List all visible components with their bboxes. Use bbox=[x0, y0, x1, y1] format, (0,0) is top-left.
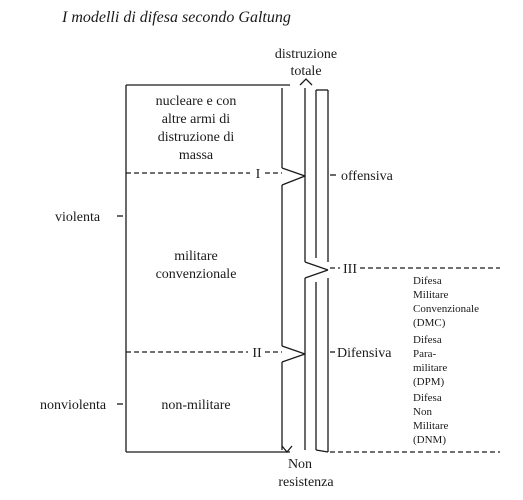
defense-model-dmc: Difesa Militare Convenzionale (DMC) bbox=[413, 275, 479, 329]
dmc-line-2: Militare bbox=[413, 289, 449, 301]
dpm-line-1: Difesa bbox=[413, 334, 442, 346]
dmc-line-4: (DMC) bbox=[413, 317, 446, 329]
outer-bracket bbox=[125, 84, 290, 453]
label-nonviolent: nonviolenta bbox=[40, 398, 107, 413]
top-label-line-2: totale bbox=[290, 64, 321, 79]
label-offensive: offensiva bbox=[341, 169, 394, 184]
zone-nuclear-line-2: altre armi di bbox=[162, 112, 231, 127]
zone-nuclear-line-1: nucleare e con bbox=[156, 94, 237, 109]
central-strips bbox=[281, 88, 329, 453]
marker-I: I bbox=[256, 167, 261, 182]
zone-military-line-1: militare bbox=[174, 249, 218, 264]
arrow-down-icon bbox=[281, 445, 293, 454]
dmc-line-3: Convenzionale bbox=[413, 303, 479, 315]
zone-nuclear-line-4: massa bbox=[179, 148, 214, 163]
zone-nuclear-line-3: distruzione di bbox=[158, 130, 235, 145]
top-label-line-1: distruzione bbox=[275, 47, 337, 62]
defense-model-dnm: Difesa Non Militare (DNM) bbox=[413, 392, 449, 446]
zone-military-line-2: convenzionale bbox=[156, 267, 237, 282]
zone-nonmilitary-label: non-militare bbox=[161, 398, 230, 413]
dpm-line-3: militare bbox=[413, 362, 447, 374]
marker-II: II bbox=[252, 346, 262, 361]
dnm-line-3: Militare bbox=[413, 420, 449, 432]
dnm-line-2: Non bbox=[413, 406, 432, 418]
dmc-line-1: Difesa bbox=[413, 275, 442, 287]
dnm-line-4: (DNM) bbox=[413, 434, 446, 446]
arrow-up-icon bbox=[299, 78, 313, 86]
dnm-line-1: Difesa bbox=[413, 392, 442, 404]
figure-title: I modelli di difesa secondo Galtung bbox=[61, 9, 291, 26]
marker-III: III bbox=[343, 262, 357, 277]
dpm-line-2: Para- bbox=[413, 348, 437, 360]
bottom-label-line-2: resistenza bbox=[278, 475, 334, 490]
defense-model-dpm: Difesa Para- militare (DPM) bbox=[413, 334, 447, 388]
bottom-label-line-1: Non bbox=[288, 457, 312, 472]
label-defensive: Difensiva bbox=[337, 346, 392, 361]
dpm-line-4: (DPM) bbox=[413, 376, 445, 388]
label-violent: violenta bbox=[55, 210, 101, 225]
